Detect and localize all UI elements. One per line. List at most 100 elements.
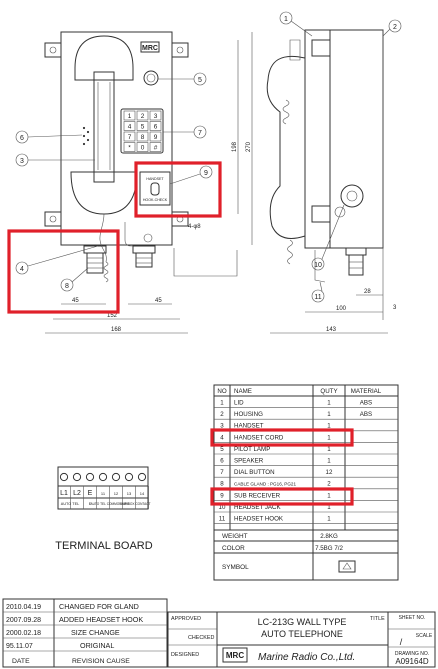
rev-date-1: 2010.04.19 (6, 604, 41, 611)
row-quty: 12 (326, 469, 333, 476)
headset-hook-side (314, 250, 326, 283)
highlight-box-sub-receiver (134, 161, 222, 218)
keypad-key (149, 142, 162, 152)
rev-date-4: 95.11.07 (6, 643, 33, 650)
keypad-key-label: 0 (141, 145, 145, 152)
handset-side (266, 55, 306, 239)
rev-cause-2: ADDED HEADSET HOOK (59, 615, 143, 624)
dim-45-left: 45 (72, 298, 79, 304)
highlight-row-sub-receiver (210, 487, 354, 506)
keypad-key-label: 6 (154, 124, 158, 131)
color-value: 7.5BG 7/2 (315, 545, 343, 552)
callout-2 (388, 19, 402, 33)
color-label: COLOR (222, 545, 245, 552)
keypad-key-label: 7 (128, 134, 132, 141)
callout-1 (279, 11, 293, 25)
keypad-key (149, 110, 162, 121)
svg-text:6: 6 (20, 135, 24, 142)
sub-receiver-plate (139, 171, 171, 206)
terminal-group-ship-box: SHIP BOX CONTACT (119, 502, 150, 506)
row-quty: 1 (327, 504, 331, 511)
callouts: 1 2 3 4 5 6 7 8 9 10 11 (15, 11, 402, 303)
rev-date-2: 2007.09.28 (6, 617, 41, 624)
terminal-group-common: AUTO TEL COMMON LINE (90, 502, 129, 506)
rev-date-header: DATE (12, 658, 30, 665)
dim-143: 143 (326, 327, 337, 333)
terminal-screw (98, 472, 108, 482)
svg-text:11: 11 (314, 294, 321, 301)
row-name: LID (234, 400, 244, 407)
row-name: SUB RECEIVER (234, 492, 281, 499)
mounting-ear-bottom-right (171, 211, 189, 227)
col-header-quty: QUTY (320, 388, 337, 395)
wall-cable (173, 248, 238, 277)
terminal-label: L2 (73, 490, 81, 497)
dim-198: 198 (232, 141, 238, 152)
checked-label: CHECKED (188, 635, 214, 641)
row-quty: 1 (327, 492, 331, 499)
terminal-label: 13 (127, 491, 132, 496)
callout-9 (199, 165, 213, 179)
drawing-no: A09164D (395, 657, 429, 666)
company-logo-box (222, 647, 248, 663)
terminal-label: E (88, 490, 93, 497)
terminal-label: 12 (114, 491, 119, 496)
weight-value: 2.8KG (320, 533, 338, 540)
cable-gland-right (132, 245, 156, 268)
keypad-key-label: 1 (128, 113, 132, 120)
svg-text:5: 5 (198, 77, 202, 84)
mrc-logo-plate (140, 41, 160, 53)
revision-block: 2010.04.19 CHANGED FOR GLAND 2007.09.28 … (2, 598, 168, 668)
row-name: HANDSET (234, 423, 264, 430)
rev-cause-3: SIZE CHANGE (71, 628, 120, 637)
keypad-key-label: 5 (141, 124, 145, 131)
speaker-holes (82, 126, 90, 146)
row-no: 10 (219, 504, 226, 511)
col-header-name: NAME (234, 388, 252, 395)
rev-cause-1: CHANGED FOR GLAND (59, 602, 139, 611)
row-quty: 2 (327, 481, 331, 488)
cable-gland-left (83, 245, 107, 274)
headset-jack-front (143, 233, 153, 243)
svg-text:9: 9 (204, 170, 208, 177)
terminal-label: 11 (101, 491, 106, 496)
row-quty: 1 (327, 400, 331, 407)
keypad-key (149, 121, 162, 131)
handset-cord-side (282, 99, 290, 125)
svg-text:1: 1 (284, 16, 288, 23)
dim-hole: 4-φ8 (188, 224, 201, 230)
row-quty: 1 (327, 516, 331, 523)
row-name: PILOT LAMP (234, 446, 270, 453)
cable-gland-side (345, 247, 367, 276)
keypad-key (149, 131, 162, 142)
dim-45-right: 45 (155, 298, 162, 304)
keypad-key (136, 121, 149, 131)
keypad-key (136, 131, 149, 142)
company-name: Marine Radio Co.,Ltd. (258, 652, 355, 663)
keypad-key (136, 142, 149, 152)
row-no: 4 (220, 434, 224, 441)
terminal-board-caption: TERMINAL BOARD (55, 540, 152, 552)
row-quty: 1 (327, 423, 331, 430)
terminal-screw (59, 472, 69, 482)
dim-3: 3 (393, 305, 397, 311)
keypad-frame (120, 108, 164, 154)
callout-10 (311, 257, 325, 271)
callout-4 (15, 261, 29, 275)
row-no: 11 (219, 516, 226, 523)
terminal-screw (72, 472, 82, 482)
row-name: CABLE GLAND : PG16, PG21 (234, 482, 296, 487)
company-logo: MRC (226, 651, 244, 660)
terminal-screw (85, 472, 95, 482)
svg-text:10: 10 (314, 262, 322, 269)
drawing-title-line1: LC-213G WALL TYPE (258, 617, 347, 627)
row-name: SPEAKER (234, 458, 264, 465)
